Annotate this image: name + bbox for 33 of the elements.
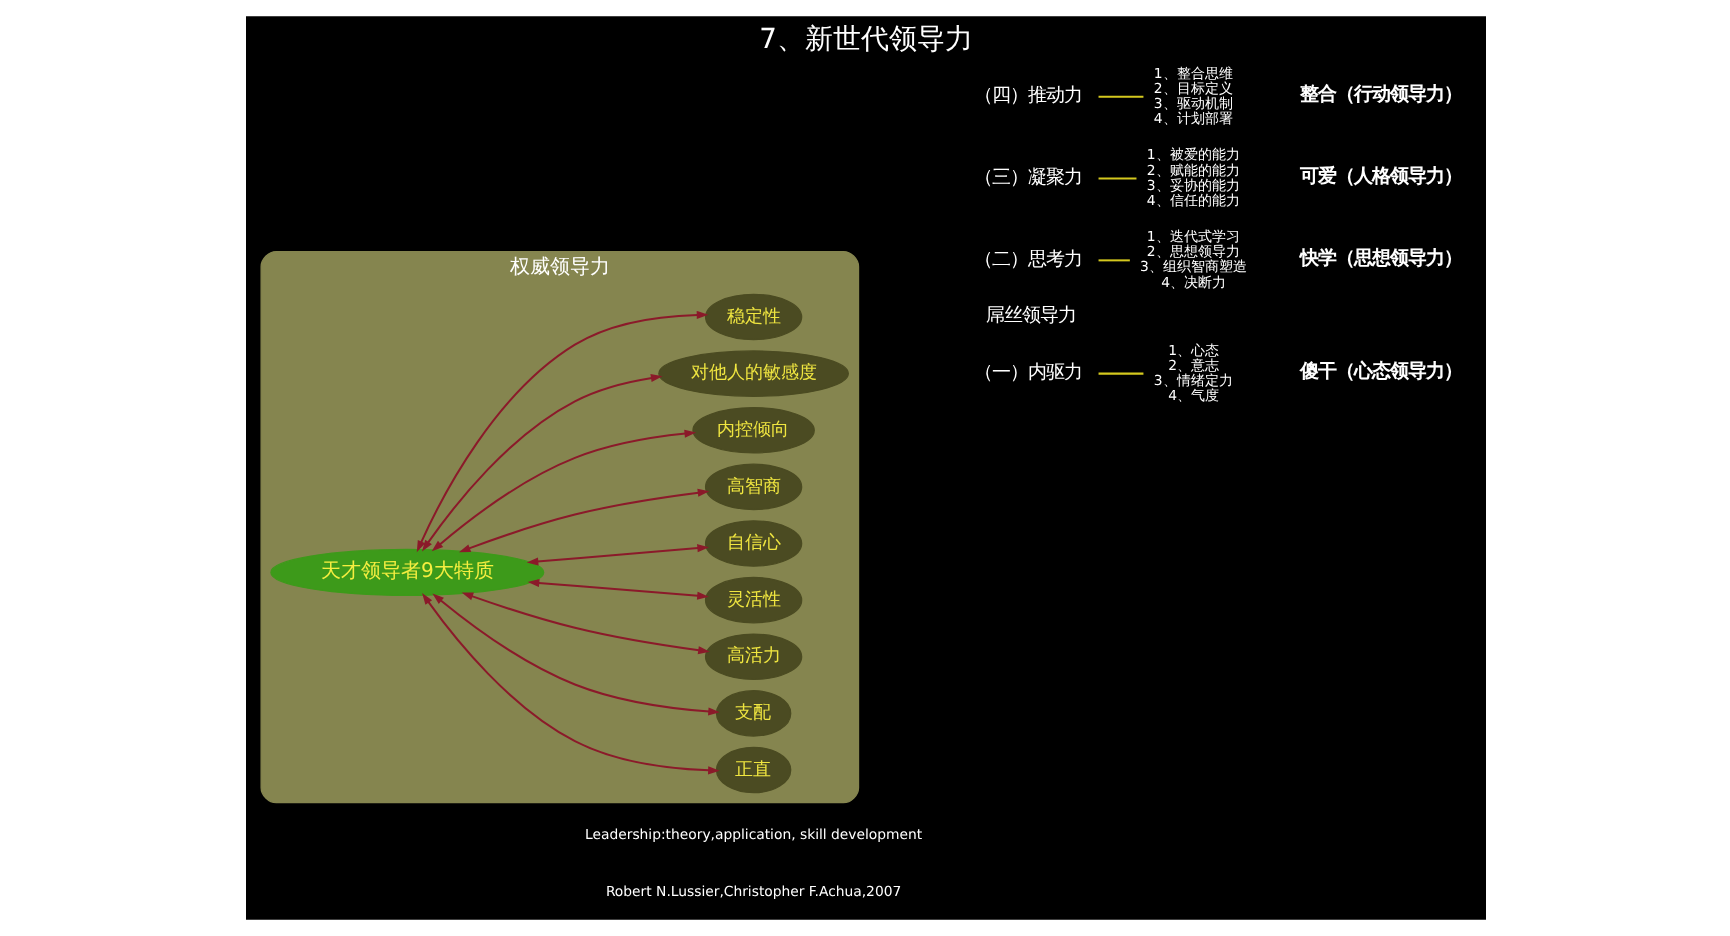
arrow [431, 593, 719, 716]
node-text: （二）思考力 [972, 248, 1081, 271]
connector [1097, 259, 1129, 262]
node-ellipse: 自信心 [703, 520, 802, 567]
arrow [421, 374, 662, 552]
node-ellipse: 支配 [714, 690, 791, 737]
arrow [457, 488, 709, 553]
node-ellipse: 正直 [714, 746, 791, 794]
connector [1097, 177, 1136, 180]
connector [1097, 95, 1143, 98]
node-ellipse: 内控倾向 [691, 406, 814, 454]
label: 可爱（人格领导力） [1298, 165, 1461, 188]
arrow [415, 310, 708, 553]
node-ellipse: 高活力 [703, 633, 802, 681]
node-ellipse: 灵活性 [703, 576, 802, 624]
arrow [421, 593, 719, 775]
node-text: （四）推动力 [972, 85, 1081, 108]
label: 傻干（心态领导力） [1298, 360, 1461, 383]
label: 屌丝领导力 [985, 305, 1076, 328]
label: 快学（思想领导力） [1298, 247, 1461, 270]
diagram-title: 7、新世代领导力 [758, 24, 972, 57]
node-text: （一）内驱力 [972, 362, 1081, 385]
connector [1097, 372, 1143, 375]
arrow [430, 429, 696, 552]
label: 整合（行动领导力） [1298, 83, 1461, 106]
node-ellipse: 高智商 [703, 463, 802, 511]
arrow [526, 578, 708, 600]
node-ellipse: 对他人的敏感度 [657, 350, 848, 397]
node-ellipse: 天才领导者9大特质 [269, 548, 544, 597]
arrow [460, 592, 709, 655]
node-ellipse: 稳定性 [703, 293, 802, 341]
arrow [525, 544, 708, 566]
node-text: （三）凝聚力 [972, 166, 1081, 189]
